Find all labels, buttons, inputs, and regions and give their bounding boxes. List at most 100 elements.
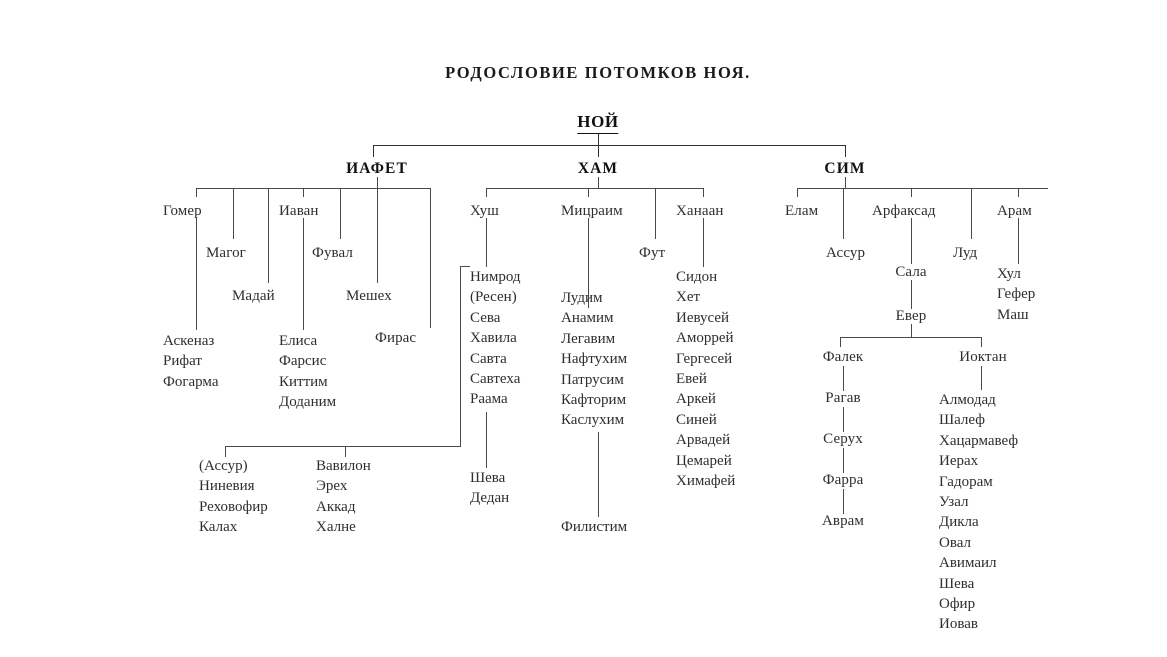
node-shem: СИМ	[824, 160, 866, 177]
connector-ham-c3	[655, 188, 656, 239]
connector-shem-c3	[911, 188, 912, 197]
list-item: Рифат	[163, 353, 202, 370]
list-item: Сидон	[676, 269, 718, 285]
list-item: Аркей	[676, 391, 716, 408]
list-item: Халне	[316, 519, 356, 536]
list-item: Ниневия	[199, 478, 255, 495]
list-item: Шева	[939, 575, 975, 592]
list-item: Кафторим	[561, 392, 627, 409]
list-item: Дикла	[939, 514, 979, 531]
node-ragav: Рагав	[825, 390, 861, 406]
list-item: Аскеназ	[163, 333, 215, 349]
node-cush: Хуш	[470, 203, 499, 219]
connector-shem-c1	[797, 188, 798, 197]
connector-to-ham	[598, 145, 599, 157]
connector-casluhim-down	[598, 432, 599, 517]
node-aram: Арам	[997, 203, 1032, 219]
list-item: Аморрей	[676, 330, 734, 347]
node-salah: Сала	[895, 264, 927, 280]
connector-cush-down	[486, 218, 487, 267]
list-item: Шева	[470, 470, 506, 486]
list-cush-sons: Нимрод (Ресен) Сева Хавила Савта Савтеха…	[470, 267, 521, 410]
connector-to-japheth	[373, 145, 374, 157]
list-item: Цемарей	[676, 452, 732, 469]
list-casluhim-sons: Филистим	[561, 517, 627, 537]
list-canaan-sons: Сидон Хет Иевусей Аморрей Гергесей Евей …	[676, 267, 735, 491]
page-title: РОДОСЛОВИЕ ПОТОМКОВ НОЯ.	[445, 63, 751, 82]
connector-japheth-c4	[303, 188, 304, 197]
node-joktan: Иоктан	[959, 349, 1007, 365]
connector-ham-stem	[598, 177, 599, 188]
connector-to-peleg	[840, 337, 841, 347]
connector-ham-bar	[486, 188, 703, 189]
list-item: Овал	[939, 534, 971, 551]
connector-arphaxad-down	[911, 218, 912, 264]
list-item: Иовав	[939, 616, 978, 633]
node-arphaxad: Арфаксад	[872, 203, 936, 219]
list-cities-left: (Ассур) Ниневия Реховофир Калах	[199, 456, 268, 538]
connector-noah-stem	[598, 134, 599, 145]
list-item: Нимрод	[470, 269, 521, 285]
node-terah: Фарра	[822, 472, 864, 488]
list-item: Фарсис	[279, 353, 327, 370]
connector-shem-stem	[845, 177, 846, 188]
connector-mizraim-down	[588, 218, 589, 308]
connector-eber-bar	[840, 337, 981, 338]
connector-to-shem	[845, 145, 846, 157]
node-tubal: Фувал	[312, 245, 354, 261]
list-item: Фогарма	[163, 373, 219, 390]
connector-cities-left-drop	[225, 446, 226, 457]
list-item: Патрусим	[561, 371, 624, 388]
list-item: Раама	[470, 391, 508, 408]
connector-eber-stem	[911, 324, 912, 337]
list-raamah-sons: Шева Дедан	[470, 468, 509, 509]
list-aram-sons: Хул Гефер Маш	[997, 264, 1035, 325]
list-item: Каслухим	[561, 412, 625, 429]
list-item: Хет	[676, 289, 701, 306]
list-item: Киттим	[279, 373, 328, 390]
list-item: Офир	[939, 596, 976, 613]
list-item: Маш	[997, 306, 1029, 323]
list-item: Нафтухим	[561, 351, 628, 368]
node-canaan: Ханаан	[676, 203, 724, 219]
list-item: Савта	[470, 350, 507, 367]
connector-japheth-c1	[196, 188, 197, 197]
list-item: (Ресен)	[470, 289, 517, 306]
connector-to-joktan	[981, 337, 982, 347]
connector-ham-c1	[486, 188, 487, 197]
list-item: Синей	[676, 411, 717, 428]
node-peleg: Фалек	[822, 349, 864, 365]
connector-raamah-down	[486, 412, 487, 468]
node-lud: Луд	[953, 245, 978, 261]
node-phut: Фут	[639, 245, 666, 261]
connector-ham-c4	[703, 188, 704, 197]
connector-aram-down	[1018, 218, 1019, 264]
list-item: Хавила	[470, 330, 517, 347]
list-item: Сева	[470, 309, 501, 326]
connector-joktan-down	[981, 366, 982, 390]
node-eber: Евер	[895, 308, 927, 324]
node-meshech: Мешех	[346, 288, 392, 304]
connector-ragav-serukh	[843, 407, 844, 432]
list-item: Доданим	[279, 394, 337, 411]
list-item: (Ассур)	[199, 458, 248, 474]
list-cities-right: Вавилон Эрех Аккад Халне	[316, 456, 371, 538]
connector-gomer-down	[196, 218, 197, 330]
list-item: Гадорам	[939, 473, 993, 490]
list-joktan-sons: Алмодад Шалеф Хацармавеф Иерах Гадорам У…	[939, 390, 1018, 635]
connector-noah-bar	[373, 145, 846, 146]
node-serug: Серух	[823, 431, 863, 447]
list-item: Реховофир	[199, 498, 268, 515]
connector-japheth-c5	[340, 188, 341, 239]
node-abram: Аврам	[821, 513, 865, 529]
node-madai: Мадай	[232, 288, 275, 304]
connector-nimrod-hook-top	[460, 266, 470, 267]
node-javan: Иаван	[279, 203, 319, 219]
list-item: Савтеха	[470, 371, 521, 388]
list-item: Лудим	[561, 290, 603, 306]
connector-salah-down	[911, 280, 912, 309]
list-gomer-sons: Аскеназ Рифат Фогарма	[163, 331, 218, 392]
connector-ham-c2	[588, 188, 589, 197]
connector-nimrod-hook-vert	[460, 266, 461, 446]
